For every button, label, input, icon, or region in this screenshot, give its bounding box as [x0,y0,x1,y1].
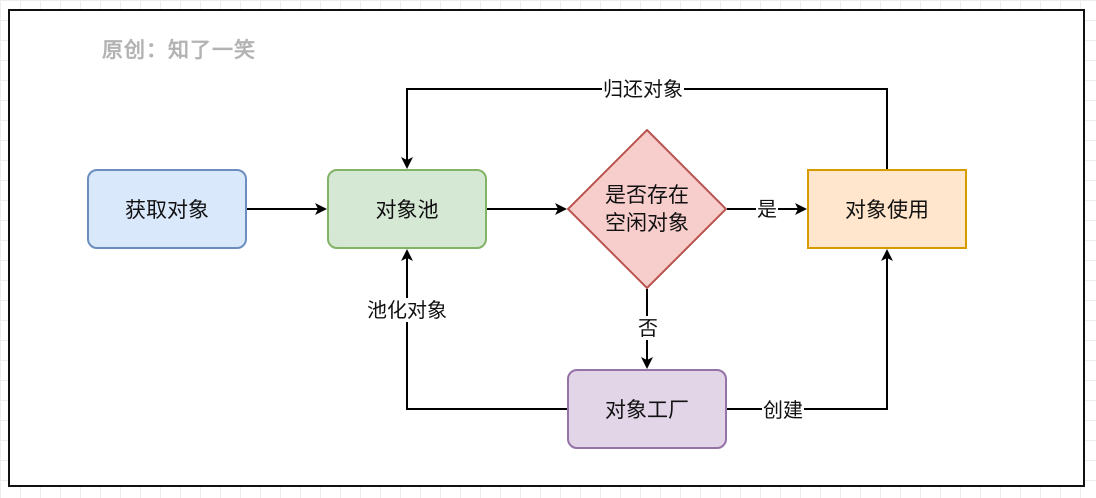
edge-label-return-object: 归还对象 [602,77,684,101]
node-decision-idle-object[interactable]: 是否存在 空闲对象 [567,129,727,289]
watermark: 原创：知了一笑 [102,38,256,62]
decision-label-line1: 是否存在 [605,183,689,207]
edge-factory-to-pool [401,249,567,410]
node-get-object-label: 获取对象 [125,198,209,222]
edge-factory-create-to-use [727,249,893,410]
node-object-factory[interactable]: 对象工厂 [567,369,727,449]
node-object-pool[interactable]: 对象池 [327,169,487,249]
node-object-use[interactable]: 对象使用 [807,169,967,249]
node-object-use-label: 对象使用 [845,198,929,222]
node-get-object[interactable]: 获取对象 [87,169,247,249]
decision-label-line2: 空闲对象 [605,211,689,235]
decision-label: 是否存在 空闲对象 [605,181,689,237]
edge-label-create: 创建 [762,398,804,422]
node-object-pool-label: 对象池 [375,198,439,222]
node-object-factory-label: 对象工厂 [605,398,689,422]
edge-label-no: 否 [637,316,659,340]
decision-diamond-shape [567,129,727,289]
edge-label-yes: 是 [756,197,778,221]
edge-label-pool-object: 池化对象 [366,298,448,322]
